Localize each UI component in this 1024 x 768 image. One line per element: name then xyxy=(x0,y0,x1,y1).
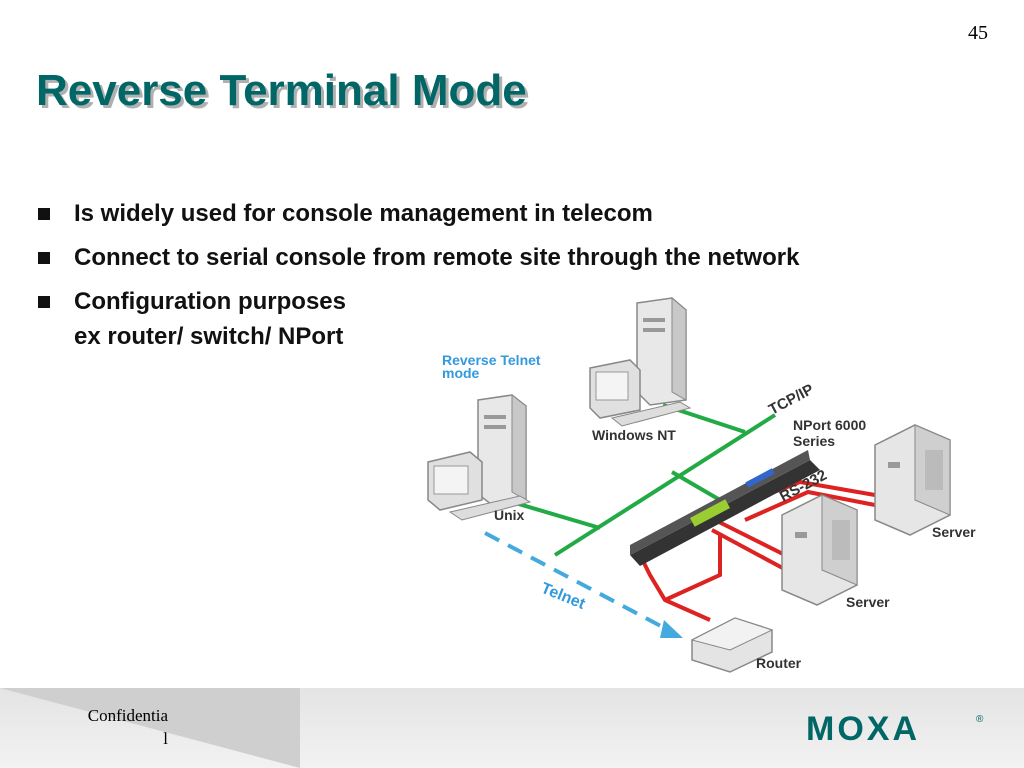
reverse-telnet-label: Reverse Telnet xyxy=(442,352,541,368)
unix-computer-icon xyxy=(427,393,532,521)
windows-nt-computer-icon xyxy=(589,296,692,427)
nport-series-sublabel: Series xyxy=(793,433,835,449)
bullet-text: Is widely used for console management in… xyxy=(74,200,653,227)
page-number: 45 xyxy=(968,22,988,44)
confidential-label: Confidential xyxy=(87,706,168,748)
moxa-logo: MOXA ® xyxy=(806,710,984,744)
mode-label: mode xyxy=(442,365,480,381)
square-bullet-icon xyxy=(38,252,50,264)
logo-text: MOXA xyxy=(806,710,920,744)
server-label: Server xyxy=(932,524,976,540)
square-bullet-icon xyxy=(38,208,50,220)
server-icon xyxy=(781,494,858,606)
nport-series-label: NPort 6000 xyxy=(793,417,866,433)
router-icon xyxy=(690,617,774,673)
registered-mark: ® xyxy=(976,714,984,725)
network-diagram: Reverse Telnet mode Windows NT Unix TCP/… xyxy=(427,296,976,673)
tcpip-label: TCP/IP xyxy=(766,381,817,419)
bullet-text: Configuration purposes xyxy=(74,288,346,315)
server-label: Server xyxy=(846,594,890,610)
bullet-item: Is widely used for console management in… xyxy=(36,196,976,231)
square-bullet-icon xyxy=(38,296,50,308)
bullet-subtext: ex router/ switch/ NPort xyxy=(74,323,344,350)
nport-device-icon xyxy=(630,450,820,566)
windows-nt-label: Windows NT xyxy=(592,427,676,443)
bullet-item: Configuration purposes ex router/ switch… xyxy=(36,284,976,354)
bullet-list: Is widely used for console management in… xyxy=(36,196,976,363)
footer-decoration xyxy=(0,688,300,768)
telnet-dashed-line xyxy=(484,531,683,638)
unix-label: Unix xyxy=(494,507,525,523)
bullet-item: Connect to serial console from remote si… xyxy=(36,240,976,275)
bullet-text: Connect to serial console from remote si… xyxy=(74,244,800,271)
slide-title: Reverse Terminal Mode xyxy=(36,66,527,115)
router-label: Router xyxy=(756,655,802,671)
server-icon xyxy=(874,424,951,536)
